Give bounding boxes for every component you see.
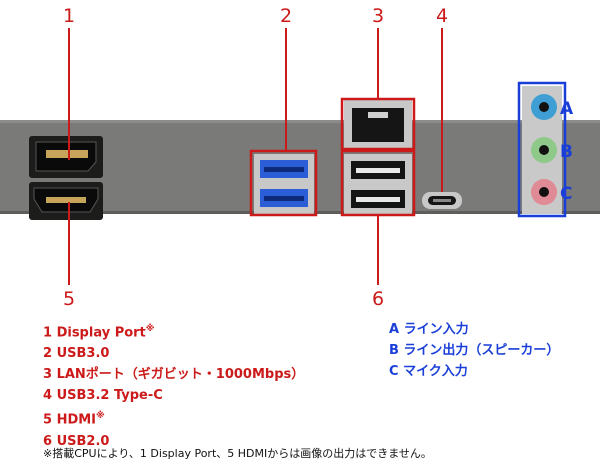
leader-lines	[68, 28, 443, 285]
legend-item-typec: 4 USB3.2 Type-C	[43, 388, 163, 404]
legend-item-line-out: B ライン出力（スピーカー）	[389, 343, 560, 358]
usb30-highlight	[249, 149, 318, 217]
audio-label-a: A	[560, 99, 574, 119]
footnote: ※搭載CPUにより、1 Display Port、5 HDMIからは画像の出力は…	[43, 447, 432, 460]
audio-label-b: B	[560, 142, 573, 162]
legend-item-line-in: A ライン入力	[389, 322, 469, 337]
legend-item-lan: 3 LANポート（ギガビット・1000Mbps）	[43, 367, 305, 383]
audio-highlight	[517, 81, 567, 218]
legend-item-usb20: 6 USB2.0	[43, 433, 110, 449]
callout-3: 3	[372, 5, 384, 27]
audio-legend: A ライン入力 B ライン出力（スピーカー） C マイク入力	[389, 319, 559, 382]
legend-item-displayport: 1 Display Port※	[43, 324, 155, 341]
legend-item-mic-in: C マイク入力	[389, 364, 468, 379]
usb20-ports	[344, 154, 412, 214]
legend-item-hdmi: 5 HDMI※	[43, 411, 105, 428]
lan-port	[344, 100, 412, 148]
usb-typec-port	[422, 192, 462, 209]
callout-6: 6	[372, 288, 384, 310]
usb30-ports	[254, 154, 314, 214]
audio-panel	[522, 86, 562, 214]
io-panel-diagram: 1 2 3 4 5 6 A B C	[0, 5, 600, 310]
hdmi-port	[29, 182, 103, 220]
displayport-port	[29, 136, 103, 178]
callout-5: 5	[63, 288, 75, 310]
port-legend: 1 Display Port※ 2 USB3.0 3 LANポート（ギガビット・…	[43, 319, 304, 452]
callout-2: 2	[280, 5, 292, 27]
callout-1: 1	[63, 5, 75, 27]
audio-label-c: C	[560, 184, 572, 204]
legend-item-usb30: 2 USB3.0	[43, 346, 110, 362]
callout-4: 4	[436, 5, 448, 27]
